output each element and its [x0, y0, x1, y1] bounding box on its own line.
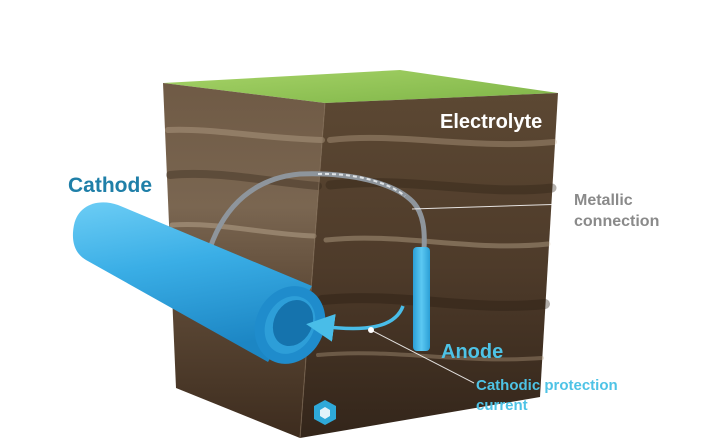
anode-rod [413, 247, 430, 351]
grass-top-face [163, 70, 558, 103]
metallic-connection-label: Metallic connection [574, 190, 659, 232]
protection-current-arrow [306, 305, 405, 342]
metallic-leader-line [411, 203, 569, 210]
cathode-label: Cathode [68, 174, 152, 197]
anode-label: Anode [441, 341, 504, 363]
electrolyte-label: Electrolyte [440, 111, 543, 133]
metallic-label-line2: connection [574, 213, 660, 230]
cp-leader-line [370, 329, 475, 384]
cathodic-protection-current-label: Cathodic protection current [476, 376, 618, 416]
metallic-label-line1: Metallic [574, 192, 633, 209]
cathode-pipe [72, 202, 326, 364]
cp-label-line2: current [476, 397, 528, 414]
cube-logo-icon [314, 400, 336, 425]
cp-label-line1: Cathodic protection [476, 377, 618, 394]
